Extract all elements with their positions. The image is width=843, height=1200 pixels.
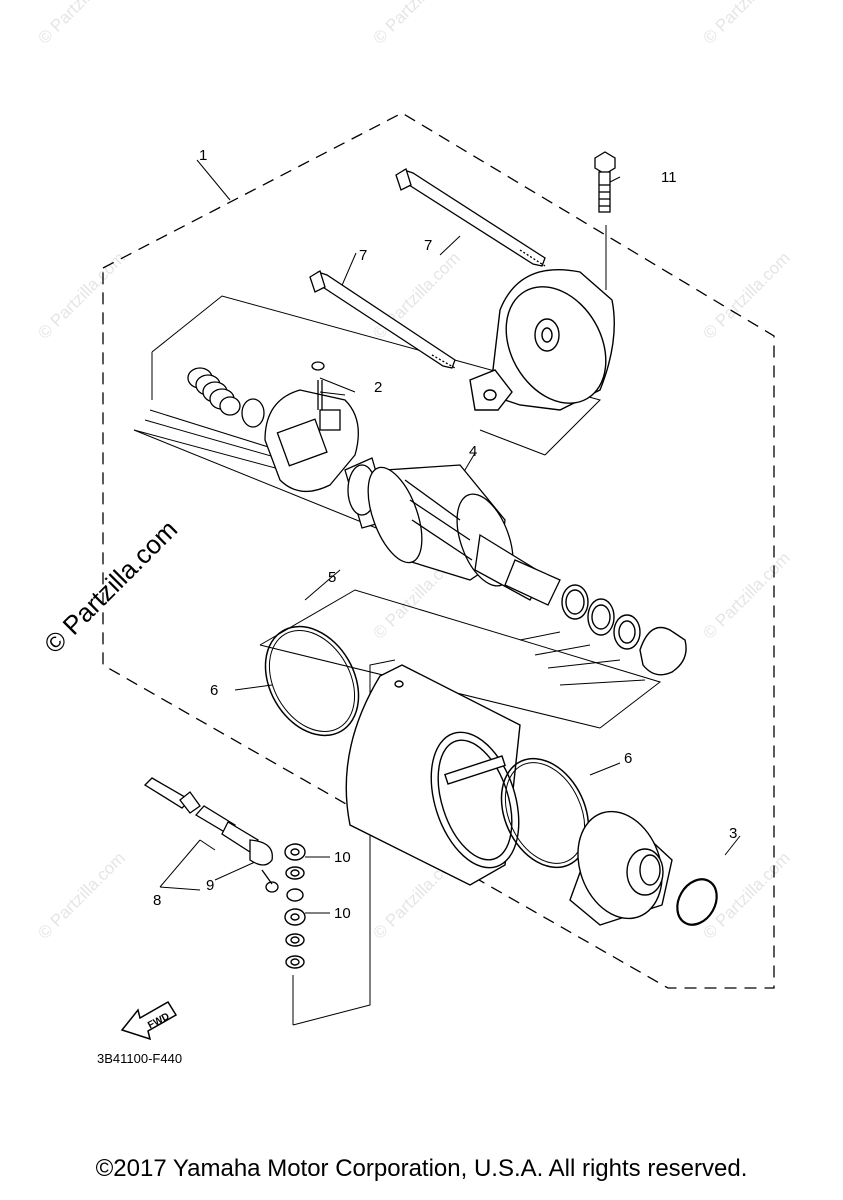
lead-wire [143,777,279,893]
washer [241,398,265,428]
armature [344,457,561,606]
callout-label: 4 [469,443,477,460]
callout-label: 5 [328,569,336,586]
watermark: © Partzilla.com [699,0,793,48]
front-cover [569,810,673,926]
callout-label: 1 [199,147,207,164]
o-ring [504,762,586,864]
yoke [345,664,521,886]
callout-label: 7 [359,247,367,264]
callout-label: 7 [424,237,432,254]
fwd-arrow-icon: FWD [120,1000,178,1041]
watermark: © Partzilla.com [34,248,128,342]
watermark: © Partzilla.com [699,548,793,642]
o-ring [268,630,356,732]
copyright-notice: ©2017 Yamaha Motor Corporation, U.S.A. A… [95,1155,748,1182]
watermark: © Partzilla.com [369,0,463,48]
callout-label: 11 [661,169,677,186]
callout-label: 8 [153,892,161,909]
parts-diagram: © Partzilla.com © Partzilla.com © Partzi… [34,0,793,1066]
watermark: © Partzilla.com [369,248,463,342]
watermark: © Partzilla.com [699,848,793,942]
callout-label: 3 [729,825,737,842]
callout-label: 10 [334,849,351,866]
watermark: © Partzilla.com [34,0,128,48]
diagram-code: 3B41100-F440 [97,1051,182,1066]
watermark-main: © Partzilla.com [38,514,183,659]
assembly-outline [102,112,775,989]
callout-label: 6 [624,750,632,767]
callout-label: 6 [210,682,218,699]
nut-washer-stack [284,843,306,969]
o-ring-small [676,878,718,926]
brush-spring [187,367,241,416]
through-bolt [309,270,456,369]
callout-label: 10 [334,905,351,922]
washer-set [561,584,687,676]
watermark: © Partzilla.com [34,848,128,942]
callout-label: 2 [374,379,382,396]
o-ring [500,757,590,869]
brush-holder [264,361,359,492]
through-bolt [395,168,546,267]
rear-cover [469,268,615,411]
watermark: © Partzilla.com [699,248,793,342]
flange-bolt [594,151,616,213]
callout-label: 9 [206,877,214,894]
o-ring [264,625,360,737]
